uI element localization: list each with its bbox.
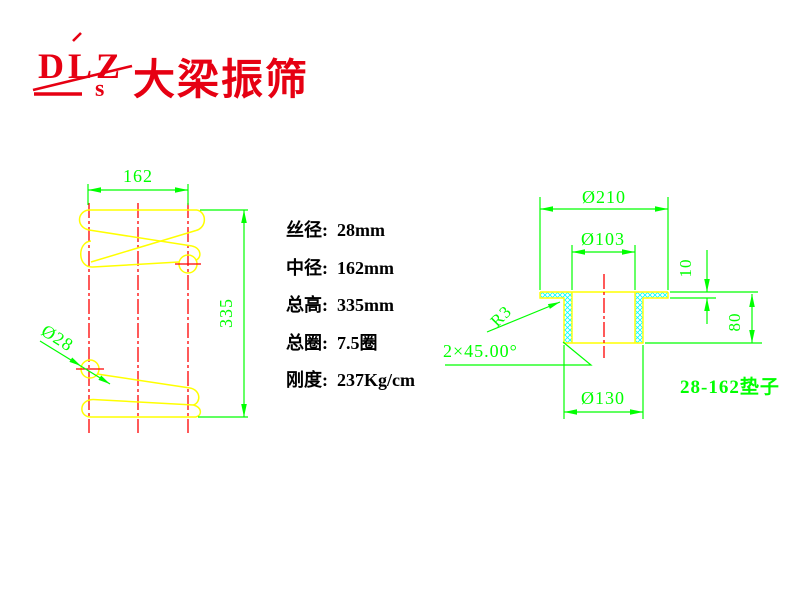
spec-label: 丝径: bbox=[286, 220, 328, 240]
dim-body-height: 80 bbox=[725, 313, 744, 332]
logo-sub-text: s bbox=[95, 76, 104, 102]
spec-row-stiffness: 刚度: 237Kg/cm bbox=[286, 362, 415, 400]
logo-swoosh bbox=[32, 64, 133, 92]
dim-chamfer: 2×45.00° bbox=[443, 341, 518, 361]
spec-label: 中径: bbox=[286, 257, 328, 278]
spec-row-total-height: 总高: 335mm bbox=[286, 287, 415, 325]
pad-dimension-lines bbox=[445, 197, 762, 419]
dim-fillet: R3 bbox=[487, 302, 516, 331]
dim-bore-diameter: Ø103 bbox=[581, 229, 625, 249]
logo: DLZ s 大梁振筛 bbox=[30, 28, 330, 104]
dim-body-diameter: Ø130 bbox=[581, 388, 625, 408]
pad-drawing: Ø210 Ø103 10 80 Ø130 R3 2×45.00° 28-162垫… bbox=[443, 187, 780, 419]
spring-dimension-arrows bbox=[69, 187, 247, 417]
spring-coils bbox=[78, 209, 206, 418]
spec-label: 总高: bbox=[286, 295, 328, 315]
dim-total-height: 335 bbox=[216, 298, 236, 328]
spec-row-total-coils: 总圈: 7.5圈 bbox=[286, 325, 415, 363]
logo-accent-mark bbox=[72, 32, 82, 42]
pad-part-label: 28-162垫子 bbox=[680, 376, 780, 398]
dim-flange-thickness: 10 bbox=[676, 259, 695, 278]
spec-label: 总圈: bbox=[286, 332, 328, 353]
wire-section-crosshairs bbox=[76, 263, 201, 370]
spec-row-mean-diameter: 中径: 162mm bbox=[286, 250, 415, 288]
spec-row-wire-diameter: 丝径: 28mm bbox=[286, 212, 415, 250]
logo-mark-icon: DLZ s bbox=[32, 32, 133, 102]
dim-flange-diameter: Ø210 bbox=[582, 187, 626, 207]
dim-mean-diameter: 162 bbox=[123, 166, 153, 186]
spec-value: 237Kg/cm bbox=[337, 370, 415, 390]
spec-value: 7.5圈 bbox=[337, 332, 378, 353]
spec-value: 28mm bbox=[337, 220, 385, 240]
spec-value: 162mm bbox=[337, 257, 394, 278]
brand-title: 大梁振筛 bbox=[133, 58, 310, 104]
dim-wire-diameter: Ø28 bbox=[38, 320, 77, 355]
spec-label: 刚度: bbox=[286, 370, 328, 390]
pad-dimension-arrows bbox=[540, 206, 755, 415]
spec-value: 335mm bbox=[337, 295, 394, 315]
spec-list: 丝径: 28mm 中径: 162mm 总高: 335mm 总圈: 7.5圈 刚度: 237… bbox=[286, 212, 415, 400]
pad-section-hatch bbox=[540, 292, 668, 343]
spring-drawing: 162 335 Ø28 bbox=[38, 166, 248, 433]
